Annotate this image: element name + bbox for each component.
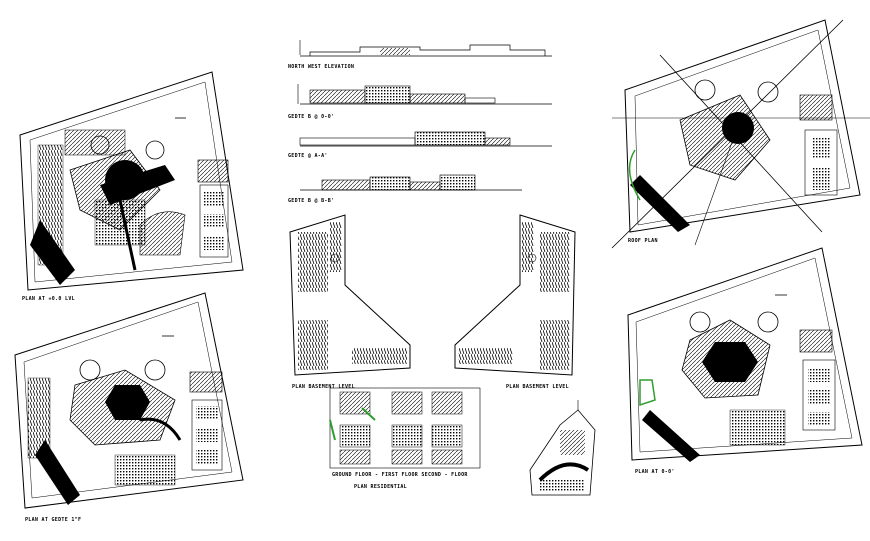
label-section-2: GEDTE @ A-A' <box>288 153 328 159</box>
label-residential-title: PLAN RESIDENTIAL <box>354 484 407 490</box>
section-2 <box>299 131 552 147</box>
label-plan-right-bottom: PLAN AT 0-0' <box>635 469 675 475</box>
basement-plan-right <box>454 214 576 376</box>
label-basement-right: PLAN BASEMENT LEVEL <box>506 384 569 390</box>
label-section-3: GEDTE B @ B-B' <box>288 198 335 204</box>
label-residential-caption: GROUND FLOOR - FIRST FLOOR SECOND - FLOO… <box>332 472 468 478</box>
detail-curved-block <box>529 400 596 496</box>
basement-plan-left <box>289 214 411 376</box>
section-3 <box>300 174 522 191</box>
label-roof-plan: ROOF PLAN <box>628 238 658 244</box>
label-basement-left: PLAN BASEMENT LEVEL <box>292 384 355 390</box>
plan-bottom-right <box>627 247 863 462</box>
label-elevation: NORTH WEST ELEVATION <box>288 64 355 70</box>
label-plan-gedte: PLAN AT GEDTE 1"F <box>25 517 82 523</box>
label-plan-level-1: PLAN AT +0.0 LVL <box>22 296 75 302</box>
plan-top-left <box>19 71 244 291</box>
plan-bottom-left <box>14 292 244 509</box>
roof-plan <box>611 19 870 249</box>
label-section-1: GEDTE B @ 0-0' <box>288 114 335 120</box>
elevation-north-west <box>299 40 552 57</box>
section-1 <box>297 84 552 105</box>
residential-plans <box>329 387 481 469</box>
